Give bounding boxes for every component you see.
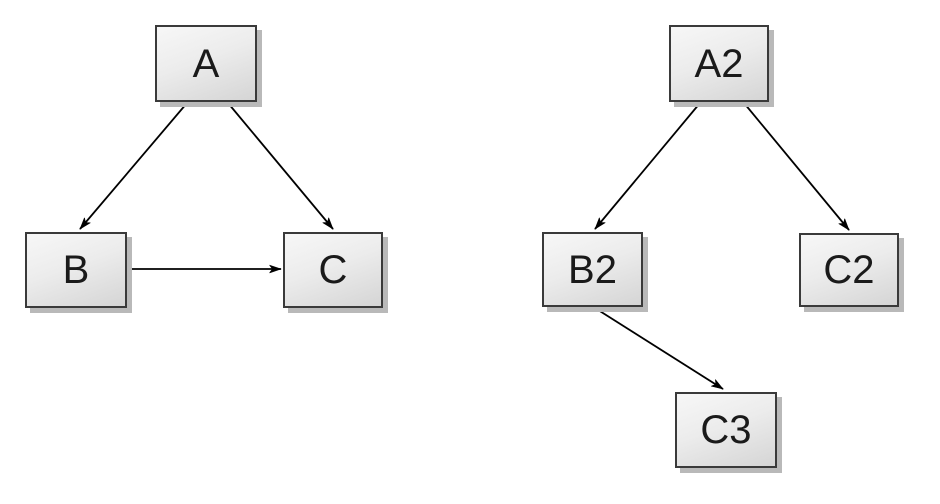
- node-b2: B2: [542, 232, 643, 307]
- node-label: A2: [694, 41, 744, 86]
- edge-a-c: [227, 102, 334, 229]
- node-label: A: [192, 41, 220, 86]
- node-a2: A2: [669, 25, 769, 102]
- edge-a-b: [79, 102, 188, 229]
- node-c3: C3: [675, 392, 777, 468]
- node-label: C2: [823, 248, 875, 292]
- node-b: B: [25, 232, 127, 308]
- edge-b2-c3: [594, 307, 723, 390]
- node-label: B: [62, 248, 90, 292]
- edge-a2-c2: [743, 102, 850, 230]
- node-c: C: [283, 232, 383, 308]
- edge-a2-b2: [594, 102, 701, 229]
- node-label: B2: [568, 247, 617, 292]
- node-c2: C2: [799, 233, 899, 307]
- node-a: A: [155, 25, 257, 102]
- node-label: C: [318, 248, 348, 292]
- node-label: C3: [700, 408, 752, 452]
